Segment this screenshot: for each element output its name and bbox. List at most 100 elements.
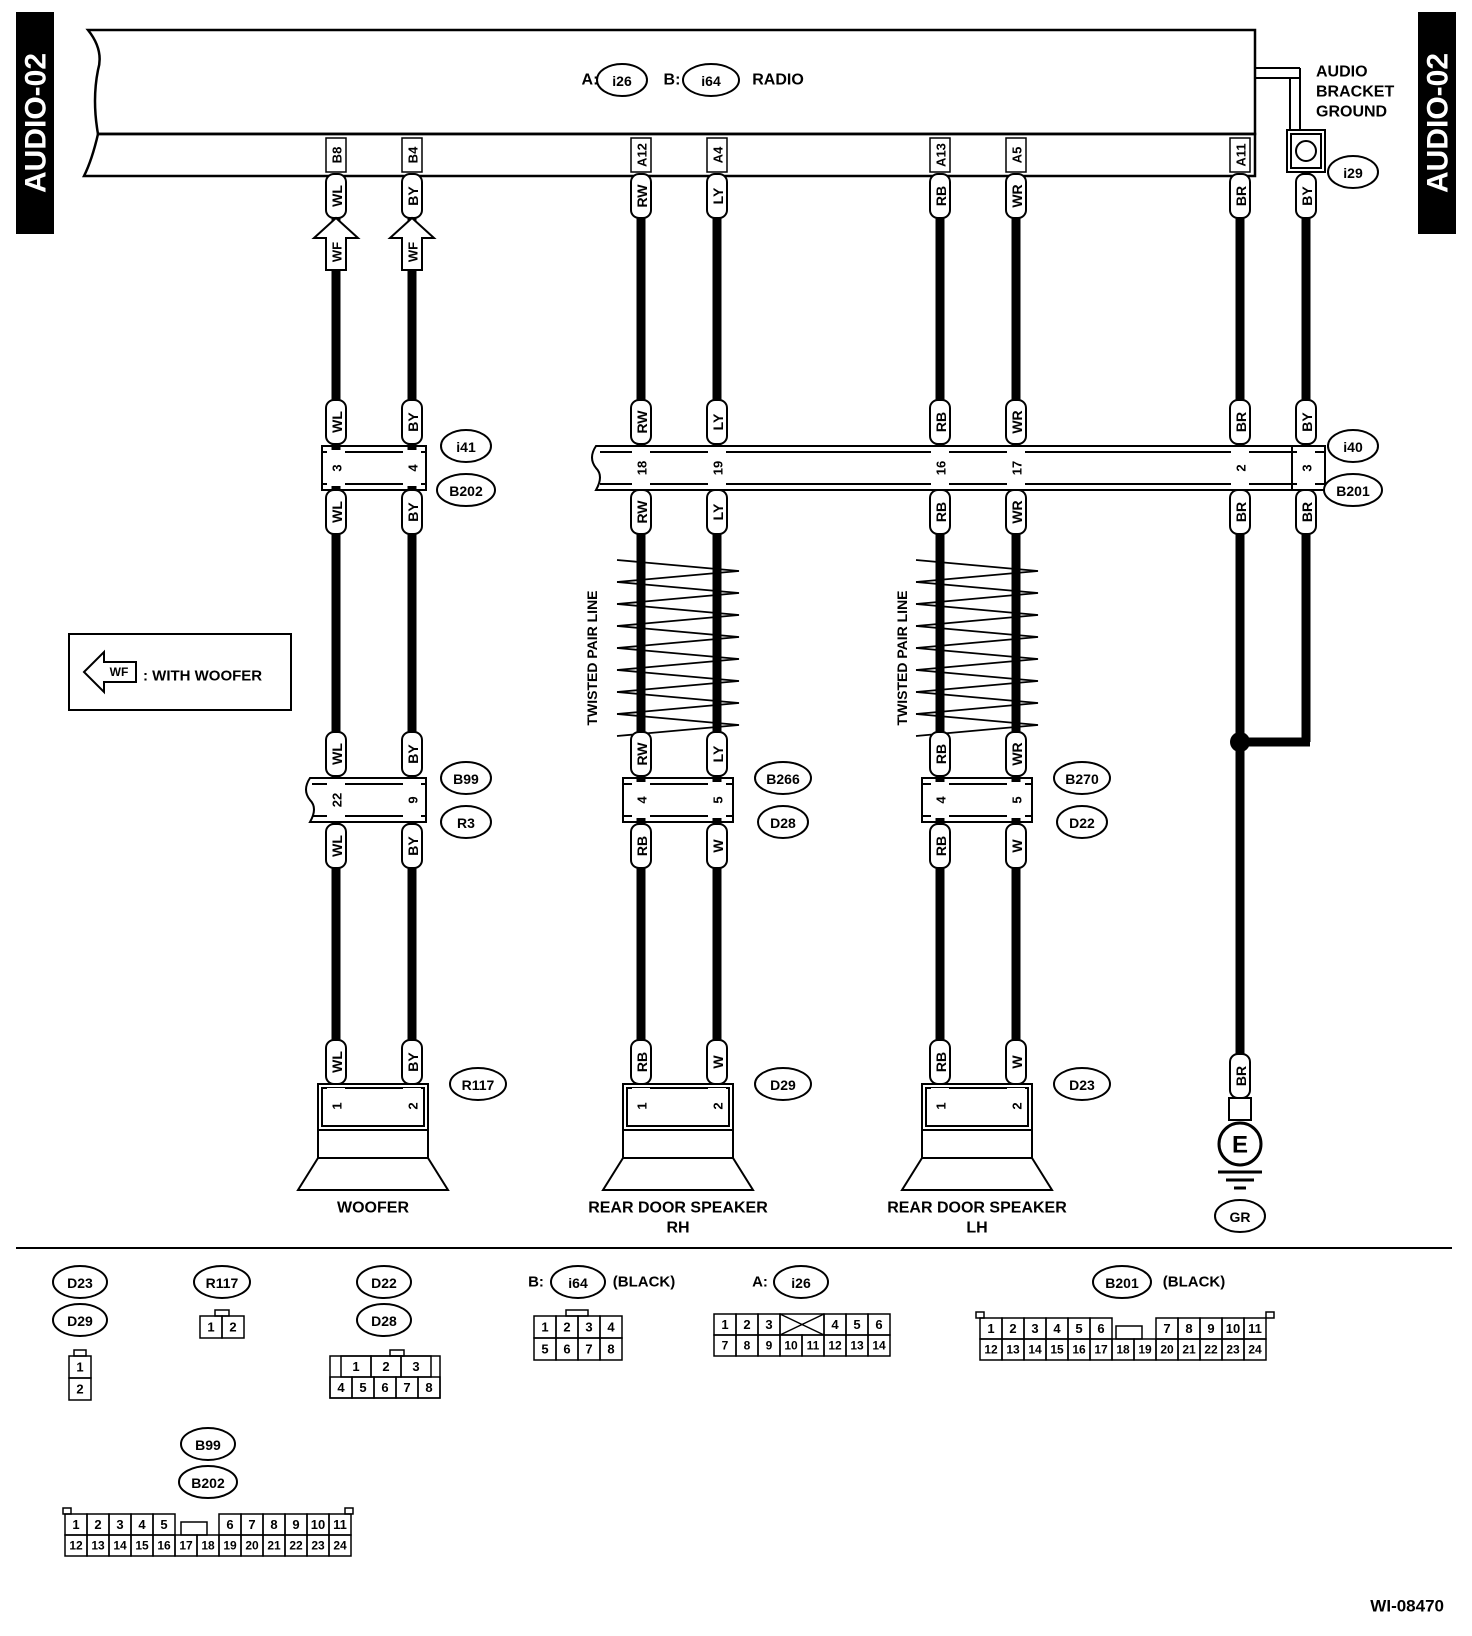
wire-tag-w8-i40 — [1295, 399, 1317, 445]
i40-pin-text: 17 — [1010, 461, 1025, 475]
pin-number: 21 — [1182, 1343, 1196, 1357]
pin-number: 20 — [1160, 1343, 1174, 1357]
wire-tag-w7-end-text: BR — [1233, 1066, 1249, 1086]
i40-pin-text: 2 — [1234, 464, 1249, 471]
wire-tag-w3-b201 — [630, 489, 652, 535]
twisted-pair-lh-twist — [915, 669, 1039, 693]
pinout-d28-bubble-text: D28 — [371, 1313, 397, 1329]
pin-number: 7 — [248, 1517, 255, 1532]
i40-connector — [1327, 429, 1379, 463]
wire-tag-w8-b201-text: BR — [1299, 502, 1315, 522]
pin-number: 8 — [270, 1517, 277, 1532]
pinout-d29-bubble-text: D29 — [67, 1313, 93, 1329]
twisted-pair-rh-label: TWISTED PAIR LINE — [584, 590, 600, 725]
i40-pin — [1007, 450, 1025, 486]
wire-tag-w1-i41 — [325, 399, 347, 445]
pinout-i26-bubble — [773, 1265, 829, 1299]
i41-b202-connector — [321, 445, 427, 491]
wire-tag-w1-i41-text: WL — [329, 411, 345, 433]
b266-connector-text: B266 — [766, 771, 800, 787]
wire-tag-w4-i40 — [706, 399, 728, 445]
legend-wf-symbol: WF — [110, 665, 129, 679]
pinout-d22-bubble-text: D22 — [371, 1275, 397, 1291]
gr-connector-text: GR — [1230, 1209, 1251, 1225]
pin-number: 12 — [984, 1343, 998, 1357]
b201-connector — [1323, 473, 1383, 507]
pin-number: 6 — [875, 1317, 882, 1332]
b270-pin — [931, 782, 949, 818]
ground-symbol-circle — [1217, 1121, 1263, 1167]
ground-symbol-letter: E — [1232, 1132, 1248, 1159]
side-label-left-box — [16, 12, 54, 234]
radio-label: RADIO — [752, 72, 804, 89]
woofer-speaker-cone — [296, 1157, 450, 1191]
pin-number: 24 — [333, 1539, 347, 1553]
audio-bracket-ground-label: BRACKET — [1316, 84, 1394, 101]
wire-tag-w6-end — [1005, 1039, 1027, 1085]
pin-number: 11 — [1248, 1321, 1262, 1336]
ground-eye — [1228, 1097, 1252, 1121]
woofer-label: WOOFER — [337, 1200, 409, 1217]
pin-number: 15 — [1050, 1343, 1064, 1357]
r117-pin-text: 2 — [406, 1102, 421, 1109]
figure-id: WI-08470 — [1370, 1597, 1444, 1616]
radio-unit-pin-strip — [81, 132, 1257, 178]
rear_rh-label: REAR DOOR SPEAKER — [588, 1200, 768, 1217]
twisted-pair-rh-twist — [616, 559, 740, 583]
wire-tag-w1-b202-text: WL — [329, 501, 345, 523]
d29-pin — [632, 1088, 650, 1124]
pinout-d23-bubble-text: D23 — [67, 1275, 93, 1291]
b266-connector — [754, 761, 812, 795]
wire-tag-w2-i41-text: BY — [405, 412, 421, 432]
rear_rh-label: RH — [666, 1220, 689, 1237]
twisted-pair-lh-twist — [915, 713, 1039, 737]
pin-number: 12 — [828, 1339, 842, 1353]
rear_rh-speaker-cone — [601, 1157, 755, 1191]
pin-number: 2 — [743, 1317, 750, 1332]
b202-connector-text: B202 — [449, 483, 483, 499]
pinout-i64-prefix: B: — [528, 1274, 544, 1291]
pinout-latch — [214, 1309, 230, 1317]
radio-pin-B8: B8 — [330, 147, 345, 164]
pinout-r117-bubble-text: R117 — [206, 1275, 239, 1291]
i40-pin — [632, 450, 650, 486]
pinout-latch — [62, 1507, 72, 1515]
pinout-latch — [344, 1507, 354, 1515]
wire-tag-w7-i40 — [1229, 399, 1251, 445]
r117-connector — [449, 1067, 507, 1101]
side-label-right-box — [1418, 12, 1456, 234]
legend-wf-arrow — [82, 649, 137, 695]
b202-connector — [436, 473, 496, 507]
twisted-pair-lh-twist — [915, 603, 1039, 627]
pin-number: 7 — [585, 1342, 592, 1357]
pin-number: 11 — [807, 1339, 820, 1353]
radio-pin-box — [706, 137, 728, 173]
twisted-pair-rh-twist — [616, 669, 740, 693]
splice-point — [1230, 732, 1250, 752]
pin-number: 2 — [229, 1320, 236, 1335]
wire-tag-w2-b99-text: BY — [405, 744, 421, 764]
r117-pin-text: 1 — [330, 1102, 345, 1109]
b99-pin — [403, 782, 421, 818]
pinout-b201-color: (BLACK) — [1163, 1274, 1225, 1291]
radio-pin-box — [325, 137, 347, 173]
side-label-left: AUDIO-02 — [16, 12, 54, 234]
d29-pin-text: 1 — [635, 1102, 650, 1109]
b99-pin-text: 22 — [330, 793, 345, 807]
pin-number: 4 — [1053, 1321, 1061, 1336]
pin-number: 23 — [311, 1539, 325, 1553]
ground-terminal-box — [1286, 129, 1326, 173]
pin-box — [328, 1534, 352, 1557]
wire-tag-w5-d22-text: RB — [933, 836, 949, 856]
i29-connector — [1327, 155, 1379, 189]
wire-tag-w8-top-text: BY — [1299, 186, 1315, 206]
d23-pin-text: 2 — [1010, 1102, 1025, 1109]
with-woofer-arrow-text: WF — [330, 242, 345, 262]
twisted-pair-rh-twist — [616, 647, 740, 671]
pinout-latch — [565, 1309, 589, 1317]
twisted-pair-rh-twist — [616, 713, 740, 737]
r117-pin — [327, 1088, 345, 1124]
